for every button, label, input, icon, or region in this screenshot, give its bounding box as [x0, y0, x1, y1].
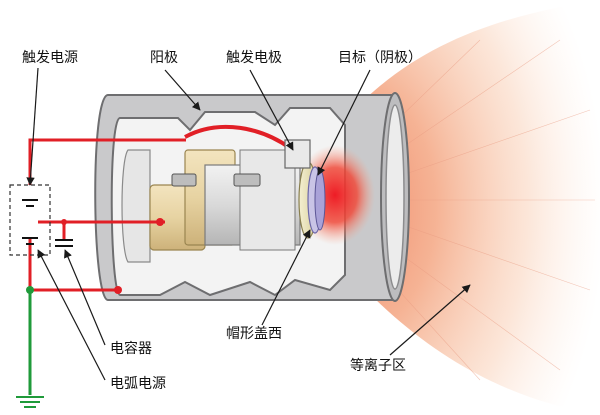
- trigger-power-label: 触发电源: [22, 50, 78, 66]
- battery-symbol-icon: [22, 199, 38, 245]
- capacitor-label: 电容器: [110, 340, 152, 357]
- hat-cap-label: 帽形盖西: [226, 326, 282, 342]
- arc-power-label: 电弧电源: [110, 376, 166, 392]
- trigger-electrode-label: 触发电极: [226, 50, 282, 66]
- capacitor-symbol-icon: [55, 239, 73, 247]
- trigger-electrode: [184, 124, 311, 169]
- target-cathode-label: 目标（阴极）: [338, 50, 422, 66]
- anode-label: 阳极: [150, 50, 178, 66]
- power-supply-box: [9, 184, 51, 256]
- ground-symbol-icon: [16, 396, 44, 408]
- plasma-label: 等离子区: [350, 357, 406, 374]
- leader-lines: [26, 67, 471, 381]
